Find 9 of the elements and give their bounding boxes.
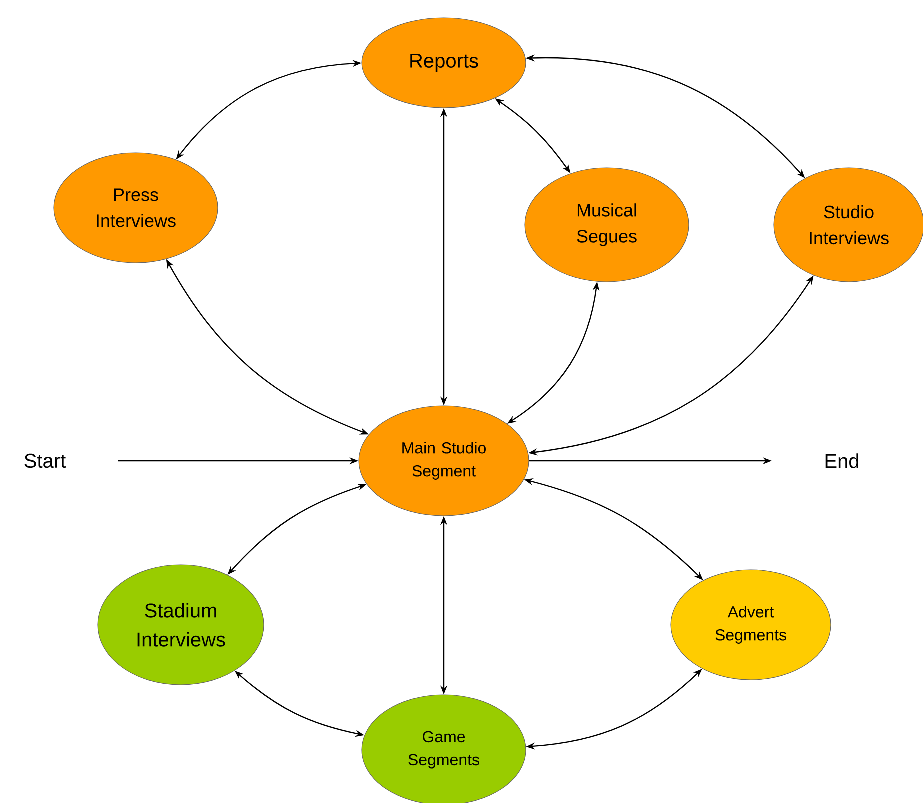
ellipse-node: Press Interviews — [54, 152, 218, 264]
ellipse-node: Studio Interviews — [774, 168, 923, 282]
ellipse-node: Stadium Interviews — [98, 564, 264, 686]
ellipse-node: Advert Segments — [670, 570, 832, 680]
ellipse-node: Reports — [362, 18, 526, 108]
flow-label: Start — [24, 454, 66, 468]
flow-label: End — [826, 454, 858, 468]
ellipse-node: Main Studio Segment — [358, 406, 530, 516]
ellipse-node: Musical Segues — [524, 168, 690, 282]
